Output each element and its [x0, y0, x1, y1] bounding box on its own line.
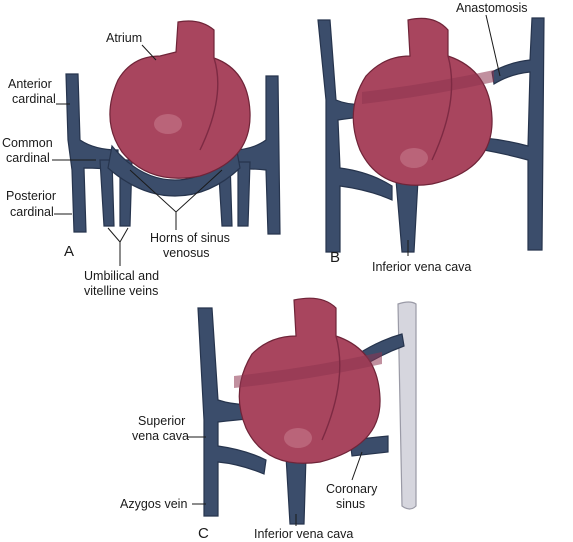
label-posterior-cardinal-1: Posterior	[6, 189, 56, 203]
atrium-b-band	[362, 70, 494, 104]
label-anterior-cardinal-1: Anterior	[8, 77, 52, 91]
atrium-c-fold	[321, 335, 341, 441]
label-atrium: Atrium	[106, 31, 142, 45]
label-inferior-vena-cava-b: Inferior vena cava	[372, 260, 471, 274]
label-horns-2: venosus	[163, 246, 210, 260]
atrium-c-band	[234, 352, 382, 388]
panel-letter-a: A	[64, 243, 74, 260]
panel-c: Superior vena cava Azygos vein Coronary …	[120, 297, 417, 542]
panel-b: Anastomosis B Inferior vena cava	[317, 1, 545, 274]
label-anastomosis: Anastomosis	[456, 1, 528, 15]
label-azygos: Azygos vein	[120, 497, 187, 511]
label-coronary-sinus-2: sinus	[336, 497, 365, 511]
label-posterior-cardinal-2: cardinal	[10, 205, 54, 219]
label-common-cardinal-2: cardinal	[6, 151, 50, 165]
atrium-a-highlight	[154, 114, 182, 134]
label-horns-1: Horns of sinus	[150, 231, 230, 245]
right-vein-b	[483, 17, 545, 251]
label-umbilical-1: Umbilical and	[84, 269, 159, 283]
panel-letter-c: C	[198, 525, 209, 542]
atrium-c-highlight	[284, 428, 312, 448]
label-common-cardinal-1: Common	[2, 136, 53, 150]
regressed-vein-c	[397, 301, 417, 510]
label-coronary-sinus-1: Coronary	[326, 482, 378, 496]
panel-letter-b: B	[330, 249, 340, 266]
panel-a: Atrium Anterior cardinal Common cardinal…	[2, 20, 281, 298]
ivc-b	[395, 179, 419, 253]
label-anterior-cardinal-2: cardinal	[12, 92, 56, 106]
atrium-b-fold	[431, 55, 453, 161]
label-umbilical-2: vitelline veins	[84, 284, 158, 298]
label-superior-vena-cava-2: vena cava	[132, 429, 189, 443]
atrium-b-highlight	[400, 148, 428, 168]
label-superior-vena-cava-1: Superior	[138, 414, 185, 428]
ivc-c	[285, 455, 307, 525]
label-inferior-vena-cava-c: Inferior vena cava	[254, 527, 353, 541]
atrium-a-fold	[199, 57, 219, 151]
